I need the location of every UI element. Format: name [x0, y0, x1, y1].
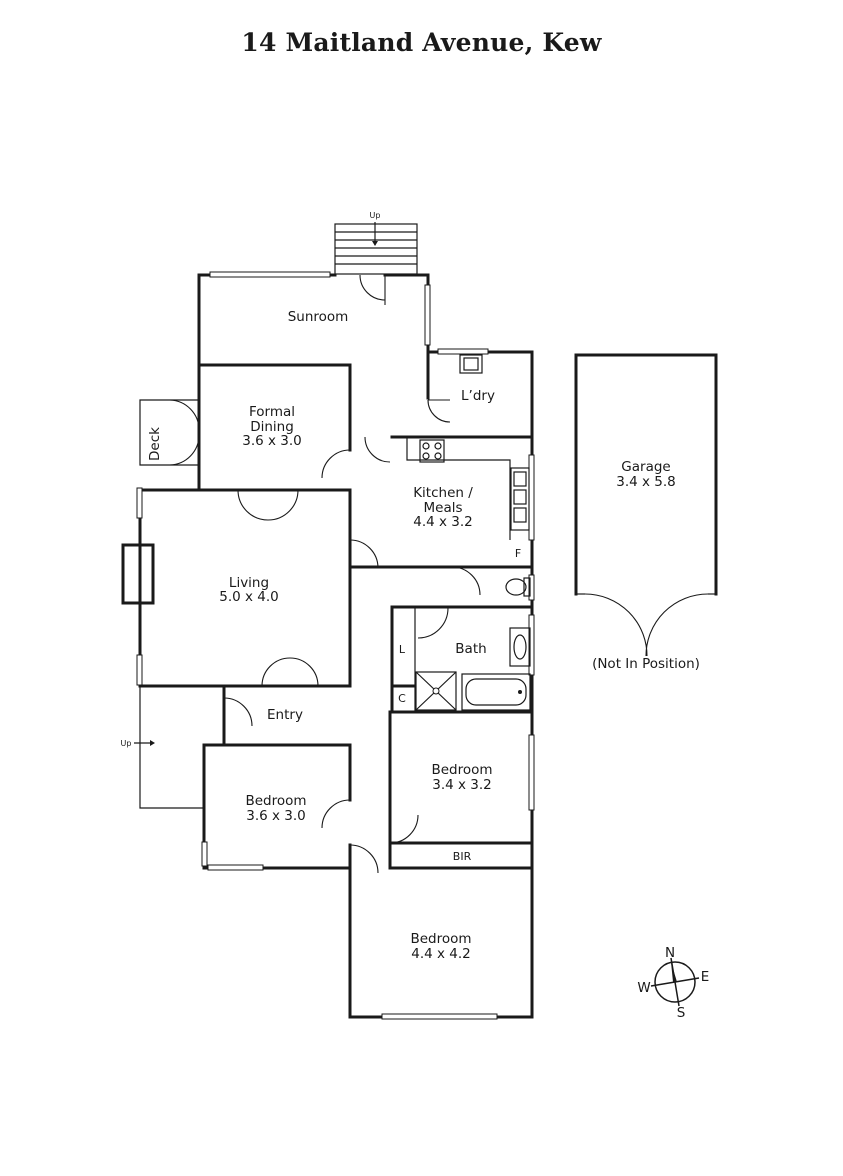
bath-label: Bath — [455, 641, 486, 657]
bedroom-east-dims: 3.4 x 3.2 — [432, 777, 492, 793]
doors — [169, 274, 481, 874]
stairs-up-label-top: Up — [370, 211, 381, 220]
garage-note: (Not In Position) — [592, 656, 700, 672]
sunroom-label: Sunroom — [288, 309, 349, 325]
garage: Garage 3.4 x 5.8 (Not In Position) — [574, 353, 718, 672]
formal-dining-label: Formal — [249, 404, 295, 420]
stairs-top: Up — [334, 211, 418, 275]
stairs-up-label-side: Up — [121, 739, 132, 748]
compass-s: S — [677, 1005, 686, 1021]
bathtub-icon — [461, 673, 531, 711]
compass-icon: N E S W — [637, 945, 709, 1021]
garage-dims: 3.4 x 5.8 — [616, 474, 676, 490]
garage-name: Garage — [621, 459, 670, 475]
laundry-label: L’dry — [461, 388, 495, 404]
shower-icon — [415, 671, 457, 711]
entry-label: Entry — [267, 707, 303, 723]
formal-dining-dims: 3.6 x 3.0 — [242, 433, 302, 449]
bedroom-east-label: Bedroom — [431, 762, 492, 778]
linen-label: L — [399, 643, 406, 656]
stairs-side: Up — [121, 739, 155, 748]
page-title: 14 Maitland Avenue, Kew — [241, 28, 602, 57]
compass-w: W — [637, 980, 650, 996]
bir-label: BIR — [453, 850, 472, 863]
bedroom-west-dims: 3.6 x 3.0 — [246, 808, 306, 824]
toilet-icon — [505, 577, 531, 597]
bedroom-south-dims: 4.4 x 4.2 — [411, 946, 471, 962]
bedroom-west-label: Bedroom — [245, 793, 306, 809]
windows — [136, 271, 535, 1020]
room-labels: Sunroom L’dry Deck Formal Dining 3.6 x 3… — [147, 309, 495, 962]
compass-e: E — [701, 969, 710, 985]
kitchen-label: Kitchen / — [413, 485, 473, 501]
kitchen-dims: 4.4 x 3.2 — [413, 514, 473, 530]
fridge-label: F — [515, 547, 521, 560]
deck-label: Deck — [147, 427, 163, 461]
bedroom-south-label: Bedroom — [410, 931, 471, 947]
compass-n: N — [665, 945, 675, 961]
living-dims: 5.0 x 4.0 — [219, 589, 279, 605]
fixtures: F L C — [398, 354, 531, 711]
sink-icon — [510, 467, 530, 531]
formal-dining-label-2: Dining — [250, 419, 294, 435]
vanity-icon — [509, 627, 531, 667]
cupboard-label: C — [398, 692, 406, 705]
living-label: Living — [229, 575, 269, 591]
cooktop-icon — [419, 439, 445, 463]
kitchen-label-2: Meals — [423, 500, 462, 516]
